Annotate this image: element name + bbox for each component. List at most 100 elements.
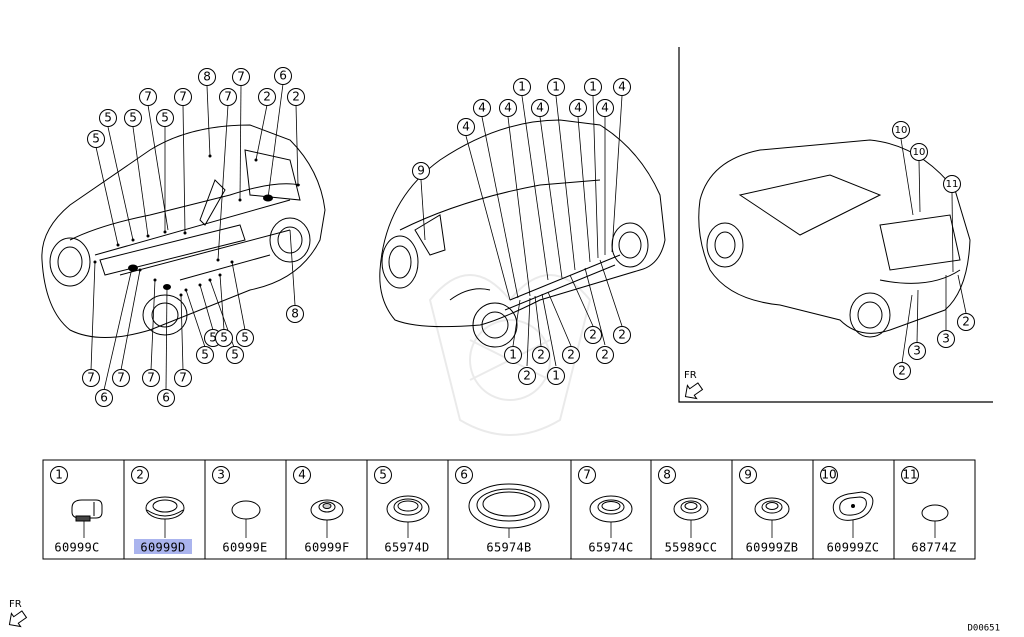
part-codes: 60999C 60999D 60999E 60999F 65974D 65974… bbox=[54, 541, 956, 555]
callout-number: 4 bbox=[601, 101, 609, 115]
part-code[interactable]: 60999ZB bbox=[746, 541, 799, 555]
large-ring-plug-icon bbox=[468, 483, 550, 529]
part-icons bbox=[71, 483, 949, 529]
part-index: 9 bbox=[744, 468, 752, 482]
cap-plug-icon bbox=[310, 499, 344, 521]
part-code[interactable]: 60999ZC bbox=[827, 541, 880, 555]
diagram-code: D00651 bbox=[967, 624, 1000, 634]
callout-number: 2 bbox=[263, 90, 271, 104]
part-index: 8 bbox=[663, 468, 671, 482]
callout-number: 5 bbox=[220, 331, 228, 345]
middle-car-illustration bbox=[379, 119, 666, 348]
left-leader-dots bbox=[93, 154, 300, 297]
grommet-plug-icon bbox=[145, 496, 185, 520]
right-car-illustration bbox=[698, 139, 971, 338]
callout-number: 10 bbox=[913, 147, 926, 158]
callout-number: 7 bbox=[117, 371, 125, 385]
callout-number: 3 bbox=[913, 344, 921, 358]
callout-number: 7 bbox=[87, 371, 95, 385]
right-panel-frame bbox=[678, 47, 993, 403]
callout-number: 11 bbox=[946, 179, 959, 190]
callout-number: 2 bbox=[567, 348, 575, 362]
callout-number: 7 bbox=[144, 90, 152, 104]
left-car-fill-holes bbox=[128, 194, 273, 290]
callout-number: 5 bbox=[241, 331, 249, 345]
callout-number: 7 bbox=[224, 90, 232, 104]
callout-number: 2 bbox=[292, 90, 300, 104]
callout-number: 4 bbox=[618, 80, 626, 94]
callout-number: 2 bbox=[898, 364, 906, 378]
callout-number: 7 bbox=[179, 90, 187, 104]
grommet-icon bbox=[754, 497, 790, 521]
fr-arrow-icon bbox=[8, 610, 28, 628]
callout-number: 2 bbox=[537, 348, 545, 362]
part-index: 4 bbox=[298, 468, 306, 482]
callout-number: 1 bbox=[589, 80, 597, 94]
part-code[interactable]: 68774Z bbox=[911, 541, 956, 555]
callout-number: 4 bbox=[574, 101, 582, 115]
callout-number: 8 bbox=[203, 70, 211, 84]
callout-number: 2 bbox=[962, 315, 970, 329]
part-code[interactable]: 60999C bbox=[54, 541, 99, 555]
callout-number: 7 bbox=[147, 371, 155, 385]
oval-plug-icon bbox=[832, 491, 874, 521]
callout-number: 2 bbox=[523, 369, 531, 383]
callout-number: 5 bbox=[129, 111, 137, 125]
callout-number: 1 bbox=[509, 348, 517, 362]
part-code[interactable]: 65974D bbox=[384, 541, 429, 555]
part-code[interactable]: 65974B bbox=[486, 541, 531, 555]
part-code[interactable]: 60999F bbox=[304, 541, 349, 555]
part-index: 5 bbox=[379, 468, 387, 482]
callout-number: 5 bbox=[92, 132, 100, 146]
callout-number: 5 bbox=[104, 111, 112, 125]
callout-number: 7 bbox=[237, 70, 245, 84]
flat-seal-icon bbox=[921, 504, 949, 522]
callout-number: 5 bbox=[161, 111, 169, 125]
grommet-icon bbox=[673, 497, 709, 521]
part-code-selected[interactable]: 60999D bbox=[140, 541, 185, 555]
fr-arrow-right-panel: FR bbox=[684, 370, 704, 400]
clip-plug-icon bbox=[71, 499, 103, 522]
parts-table: 1 2 3 4 5 6 7 8 9 10 11 bbox=[42, 459, 976, 560]
part-index: 3 bbox=[217, 468, 225, 482]
callout-number: 1 bbox=[552, 369, 560, 383]
callout-number: 5 bbox=[209, 331, 217, 345]
part-code[interactable]: 60999E bbox=[222, 541, 267, 555]
part-index: 7 bbox=[583, 468, 591, 482]
part-icon-stems bbox=[83, 519, 936, 538]
part-code[interactable]: 55989CC bbox=[665, 541, 718, 555]
callout-number: 6 bbox=[279, 69, 287, 83]
callout-number: 4 bbox=[478, 101, 486, 115]
selected-part-highlight bbox=[134, 539, 192, 554]
part-code[interactable]: 65974C bbox=[588, 541, 633, 555]
callout-number: 4 bbox=[504, 101, 512, 115]
part-index: 2 bbox=[136, 468, 144, 482]
part-index: 10 bbox=[821, 468, 836, 482]
watermark bbox=[428, 274, 592, 436]
callout-number: 5 bbox=[201, 348, 209, 362]
flat-seal-icon bbox=[231, 500, 261, 520]
fr-label: FR bbox=[9, 599, 22, 610]
fr-arrow-icon bbox=[684, 382, 704, 400]
callout-number: 1 bbox=[552, 80, 560, 94]
right-leader-lines bbox=[900, 138, 967, 364]
right-callouts: 10 10 11 2 3 3 2 bbox=[892, 121, 975, 380]
part-index: 1 bbox=[55, 468, 63, 482]
callout-number: 10 bbox=[895, 125, 908, 136]
middle-callouts: 9 4 4 4 4 4 4 4 1 1 1 1 2 2 2 2 2 2 1 bbox=[412, 78, 631, 385]
callout-number: 2 bbox=[589, 328, 597, 342]
callout-number: 5 bbox=[231, 348, 239, 362]
left-leader-lines bbox=[90, 83, 299, 391]
part-index: 6 bbox=[460, 468, 468, 482]
middle-leader-lines bbox=[420, 95, 623, 367]
callout-number: 4 bbox=[462, 120, 470, 134]
callout-number: 8 bbox=[291, 307, 299, 321]
callout-number: 1 bbox=[518, 80, 526, 94]
callout-number: 6 bbox=[100, 391, 108, 405]
fr-label: FR bbox=[684, 370, 697, 381]
callout-number: 6 bbox=[162, 391, 170, 405]
ring-plug-icon bbox=[589, 495, 633, 523]
callout-number: 2 bbox=[601, 348, 609, 362]
parts-table-headers: 1 2 3 4 5 6 7 8 9 10 11 bbox=[50, 466, 919, 484]
